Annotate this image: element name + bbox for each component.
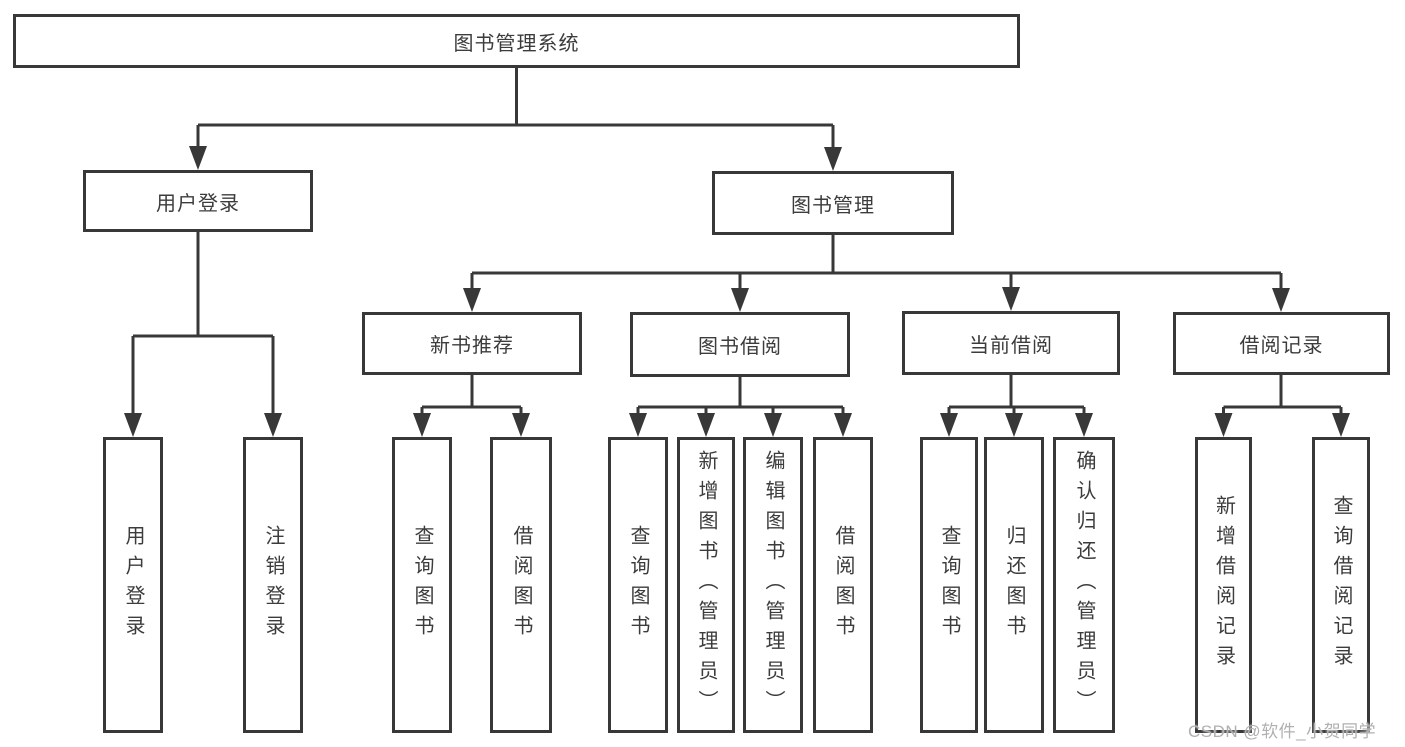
leaf-user-login: 用户登录	[103, 437, 163, 733]
node-label: 新书推荐	[430, 335, 514, 357]
leaf-borrow-books-recommend: 借阅图书	[490, 437, 552, 733]
leaf-return-books: 归还图书	[984, 437, 1044, 733]
leaf-add-borrow-record: 新增借阅记录	[1195, 437, 1252, 733]
csdn-watermark: CSDN @软件_小贺同学	[1188, 722, 1377, 741]
node-library-system: 图书管理系统	[13, 14, 1020, 68]
leaf-confirm-return-admin: 确认归还（管理员）	[1053, 437, 1115, 733]
node-label: 图书管理系统	[453, 32, 580, 55]
leaf-label: 用户登录	[122, 525, 144, 645]
leaf-label: 查询图书	[411, 525, 433, 645]
leaf-logout: 注销登录	[243, 437, 303, 733]
node-label: 借阅记录	[1239, 335, 1324, 357]
node-book-management: 图书管理	[712, 171, 954, 235]
leaf-label: 确认归还（管理员）	[1073, 450, 1095, 720]
leaf-label: 注销登录	[262, 525, 284, 645]
leaf-query-borrow-record: 查询借阅记录	[1312, 437, 1370, 733]
node-label: 图书管理	[791, 194, 875, 217]
leaf-label: 新增图书（管理员）	[695, 450, 717, 720]
node-borrow-records: 借阅记录	[1173, 312, 1390, 375]
node-label: 图书借阅	[698, 336, 782, 358]
node-label: 用户登录	[156, 192, 240, 215]
node-label: 当前借阅	[969, 334, 1053, 357]
leaf-edit-books-admin: 编辑图书（管理员）	[743, 437, 803, 733]
leaf-add-books-admin: 新增图书（管理员）	[677, 437, 735, 733]
leaf-label: 借阅图书	[832, 525, 854, 645]
leaf-label: 归还图书	[1003, 525, 1025, 645]
leaf-label: 查询图书	[627, 525, 649, 645]
leaf-label: 借阅图书	[510, 525, 532, 645]
leaf-borrow-books: 借阅图书	[813, 437, 873, 733]
leaf-query-books-recommend: 查询图书	[392, 437, 452, 733]
node-new-book-recommend: 新书推荐	[362, 312, 582, 375]
leaf-label: 查询借阅记录	[1330, 495, 1352, 675]
leaf-query-books-current: 查询图书	[920, 437, 978, 733]
leaf-label: 新增借阅记录	[1212, 495, 1235, 675]
leaf-label: 编辑图书（管理员）	[762, 450, 784, 720]
node-current-borrow: 当前借阅	[902, 311, 1120, 375]
leaf-label: 查询图书	[938, 525, 960, 645]
node-user-login: 用户登录	[83, 170, 313, 232]
node-book-borrow: 图书借阅	[630, 312, 850, 377]
leaf-query-books-borrow: 查询图书	[608, 437, 668, 733]
